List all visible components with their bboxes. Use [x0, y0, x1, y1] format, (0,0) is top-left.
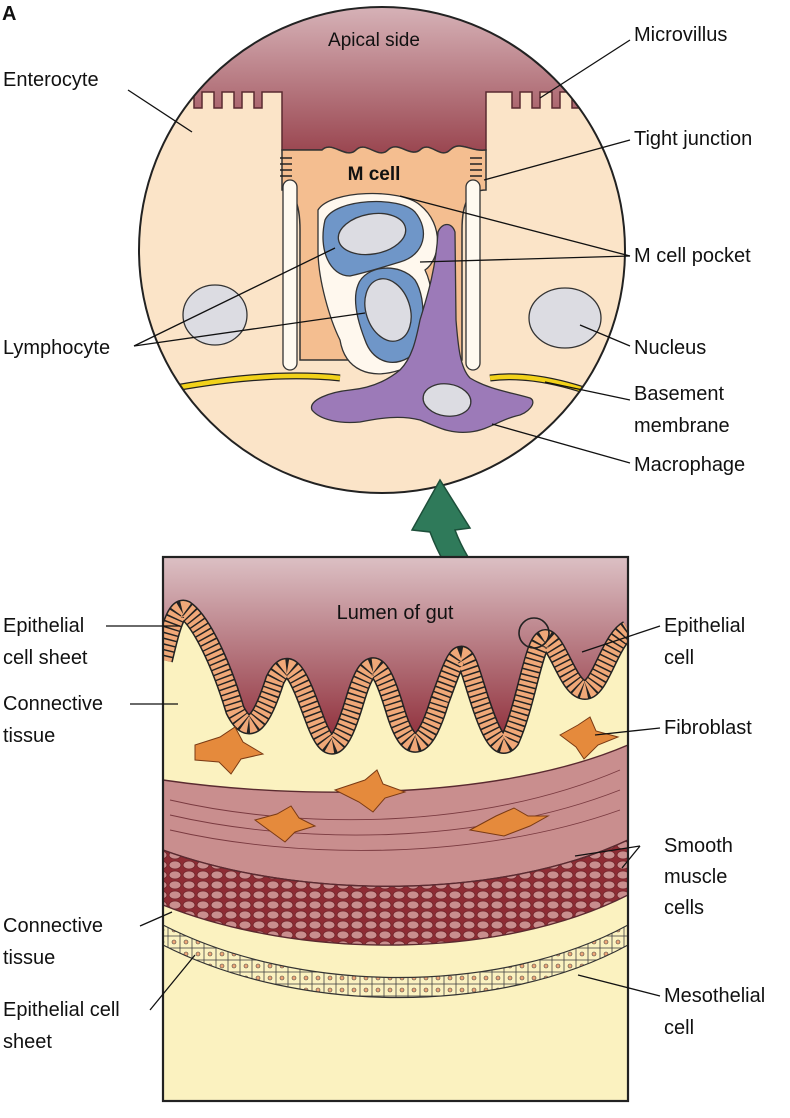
smooth-muscle-inner: [163, 839, 628, 946]
basement-membrane-label-1: Basement: [634, 383, 724, 405]
epithelial-sheet-bottom-label-2: sheet: [3, 1031, 52, 1053]
nucleus-label: Nucleus: [634, 337, 706, 359]
inset-border: [138, 6, 626, 494]
apical-side-label: Apical side: [328, 30, 420, 51]
macrophage-label: Macrophage: [634, 454, 745, 476]
fibroblast-label: Fibroblast: [664, 717, 752, 739]
tight-junction-label: Tight junction: [634, 128, 752, 150]
nucleus-right: [528, 287, 602, 349]
smooth-muscle-label-1: Smooth: [664, 835, 733, 857]
mesothelial-label-1: Mesothelial: [664, 985, 765, 1007]
connective-tissue-top-label-2: tissue: [3, 725, 55, 747]
gut-lumen: [163, 557, 628, 745]
m-cell-pocket-label: M cell pocket: [634, 245, 751, 267]
epithelial-cell-label-1: Epithelial: [664, 615, 745, 637]
basement-membrane-label-2: membrane: [634, 415, 730, 437]
connective-tissue-top-label-1: Connective: [3, 693, 103, 715]
smooth-muscle-label-2: muscle: [664, 866, 727, 888]
inset-labels: Enterocyte Microvillus Tight junction M …: [3, 24, 752, 476]
nucleus-left: [182, 284, 248, 346]
lymphocyte-label: Lymphocyte: [3, 337, 110, 359]
fibroblast-2: [333, 769, 407, 813]
mesothelial-label-2: cell: [664, 1017, 694, 1039]
enterocyte-label: Enterocyte: [3, 69, 99, 91]
macrophage-shape: [311, 223, 534, 434]
gut-labels: Epithelial cell sheet Connective tissue …: [3, 615, 765, 1053]
gut-box-border: [161, 555, 630, 1103]
fibroblast-4: [468, 807, 550, 837]
fibroblast-1: [194, 726, 265, 775]
connective-tissue-bottom-label-1: Connective: [3, 915, 103, 937]
connective-tissue-bottom-label-2: tissue: [3, 947, 55, 969]
epithelial-sheet-top-label-1: Epithelial: [3, 615, 84, 637]
lumen-label: Lumen of gut: [337, 602, 454, 624]
m-cell-label: M cell: [348, 164, 401, 185]
fibroblast-3: [559, 716, 620, 760]
microvillus-label: Microvillus: [634, 24, 727, 46]
fibroblast-5: [253, 805, 317, 843]
mesothelial-sheet: [163, 924, 628, 999]
panel-letter: A: [2, 3, 16, 25]
epithelial-sheet-bottom-label-1: Epithelial cell: [3, 999, 120, 1021]
zoom-circle: [518, 617, 550, 649]
m-cell-inset: Apical side M cell: [138, 6, 626, 494]
smooth-muscle-label-3: cells: [664, 897, 704, 919]
epithelial-cell-label-2: cell: [664, 647, 694, 669]
gut-section: Lumen of gut: [161, 555, 630, 1103]
epithelial-sheet-top-label-2: cell sheet: [3, 647, 88, 669]
